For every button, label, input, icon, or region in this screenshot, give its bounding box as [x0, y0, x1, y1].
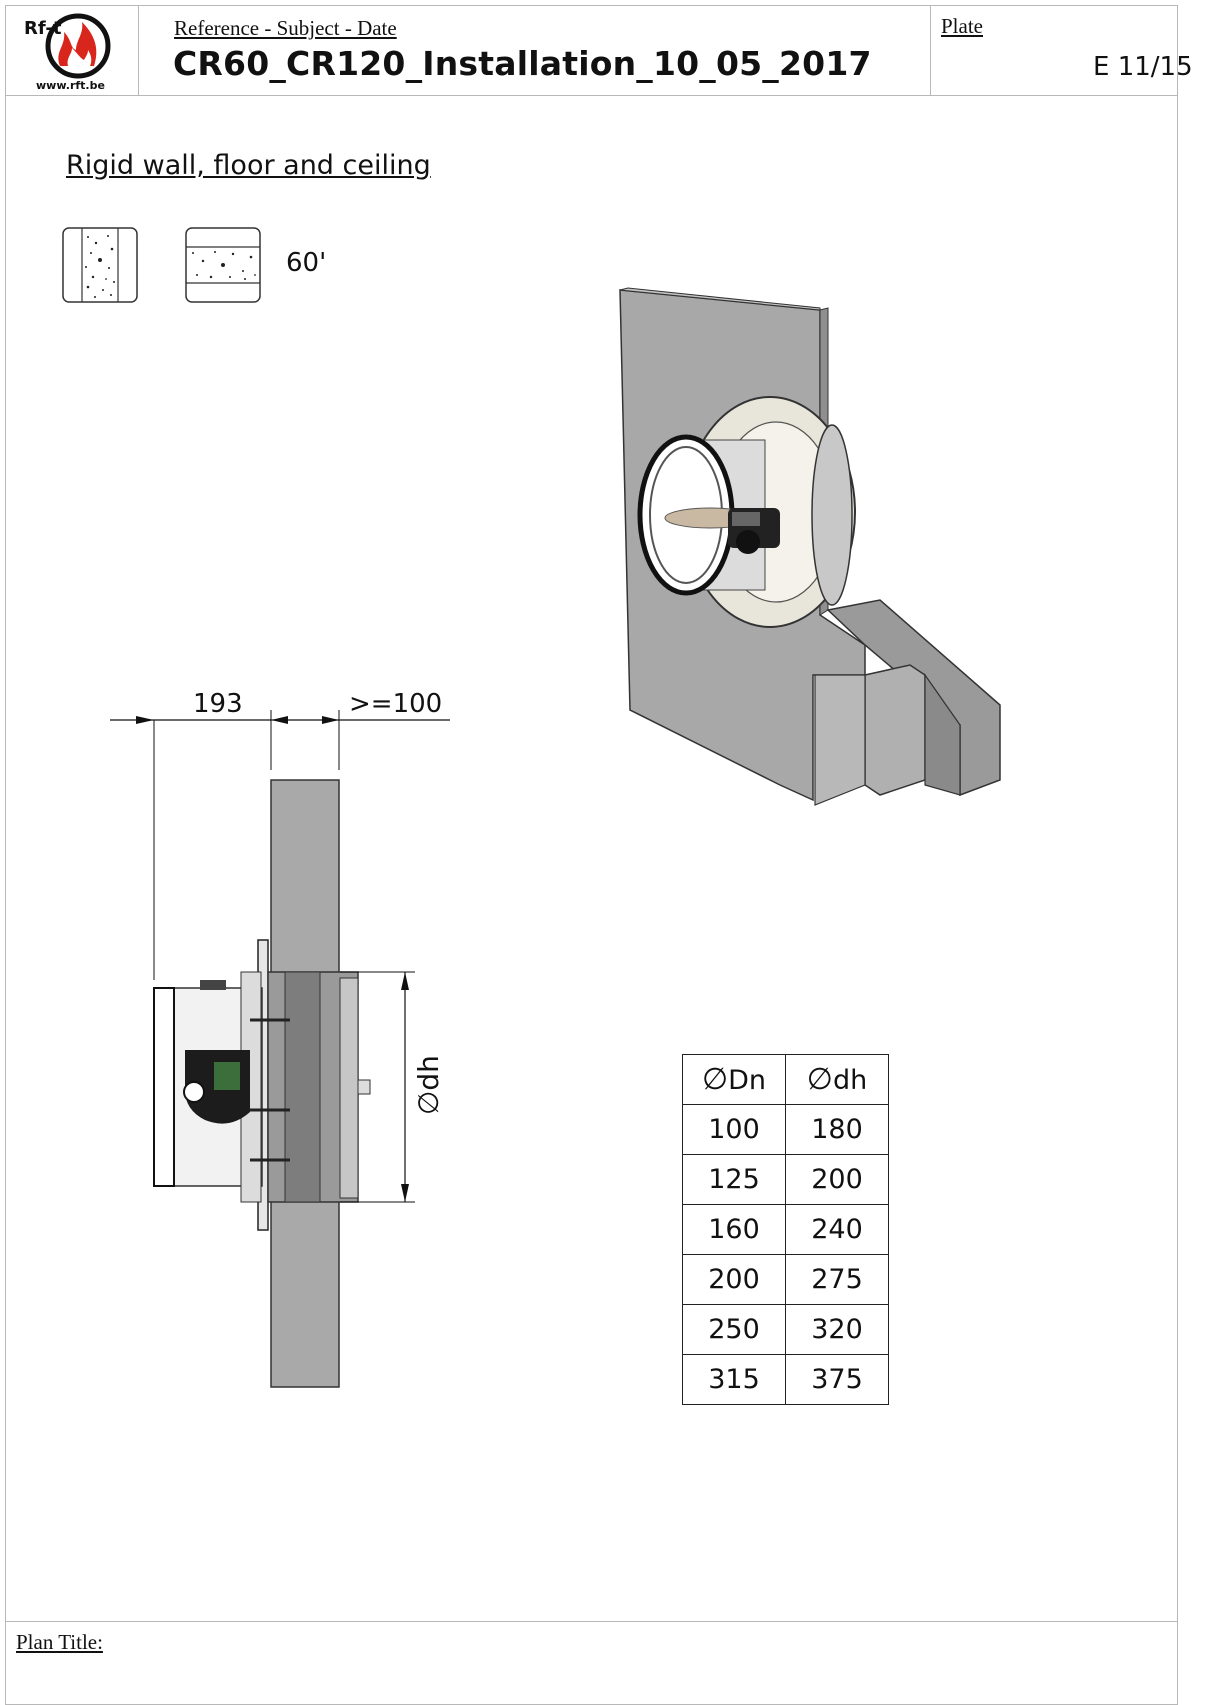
table-row: 315 375 — [682, 1354, 889, 1405]
table-cell-dn: 315 — [682, 1354, 786, 1405]
table-cell-dh: 240 — [785, 1204, 889, 1255]
size-table: ∅Dn ∅dh 100 180 125 200 160 240 200 275 … — [682, 1054, 889, 1405]
table-cell-dh: 375 — [785, 1354, 889, 1405]
table-cell-dh: 200 — [785, 1154, 889, 1205]
footer-divider — [5, 1621, 1178, 1622]
fire-rating-label: 60' — [286, 248, 327, 278]
table-row: 125 200 — [682, 1154, 889, 1205]
wall-section-icon — [62, 227, 138, 307]
table-cell-dn: 250 — [682, 1304, 786, 1355]
header-divider — [5, 95, 1178, 96]
table-cell-dn: 125 — [682, 1154, 786, 1205]
header-dn-text: Dn — [728, 1065, 767, 1096]
company-logo — [10, 8, 130, 94]
flame-logo-icon — [45, 13, 111, 79]
plan-title-label: Plan Title: — [16, 1630, 103, 1654]
logo-text: Rf-t — [24, 18, 62, 39]
table-cell-dn: 100 — [682, 1104, 786, 1155]
table-cell-dn: 200 — [682, 1254, 786, 1305]
plate-divider — [930, 5, 931, 96]
reference-label: Reference - Subject - Date — [174, 16, 397, 40]
table-header-dh: ∅dh — [785, 1054, 889, 1105]
diameter-dimension-label: ∅dh — [412, 1055, 445, 1115]
isometric-installation-drawing — [600, 280, 1020, 864]
diameter-label-text: dh — [412, 1055, 445, 1091]
document-title: CR60_CR120_Installation_10_05_2017 — [173, 44, 872, 83]
floor-section-icon — [185, 227, 261, 307]
min-distance-dimension-label: >=100 — [349, 689, 443, 719]
table-cell-dh: 275 — [785, 1254, 889, 1305]
table-header-row: ∅Dn ∅dh — [682, 1054, 889, 1105]
header-dh-text: dh — [832, 1065, 868, 1096]
table-row: 100 180 — [682, 1104, 889, 1155]
plate-number: E 11/15 — [1093, 52, 1193, 82]
table-row: 200 275 — [682, 1254, 889, 1305]
table-cell-dh: 320 — [785, 1304, 889, 1355]
table-header-dn: ∅Dn — [682, 1054, 786, 1105]
plate-label: Plate — [941, 14, 983, 38]
table-row: 250 320 — [682, 1304, 889, 1355]
table-cell-dh: 180 — [785, 1104, 889, 1155]
section-heading: Rigid wall, floor and ceiling — [66, 150, 431, 181]
side-section-drawing — [110, 700, 470, 1404]
logo-url: www.rft.be — [36, 79, 105, 92]
diameter-symbol: ∅ — [412, 1090, 445, 1115]
depth-dimension-label: 193 — [193, 689, 243, 719]
logo-divider — [138, 5, 139, 96]
table-row: 160 240 — [682, 1204, 889, 1255]
table-cell-dn: 160 — [682, 1204, 786, 1255]
